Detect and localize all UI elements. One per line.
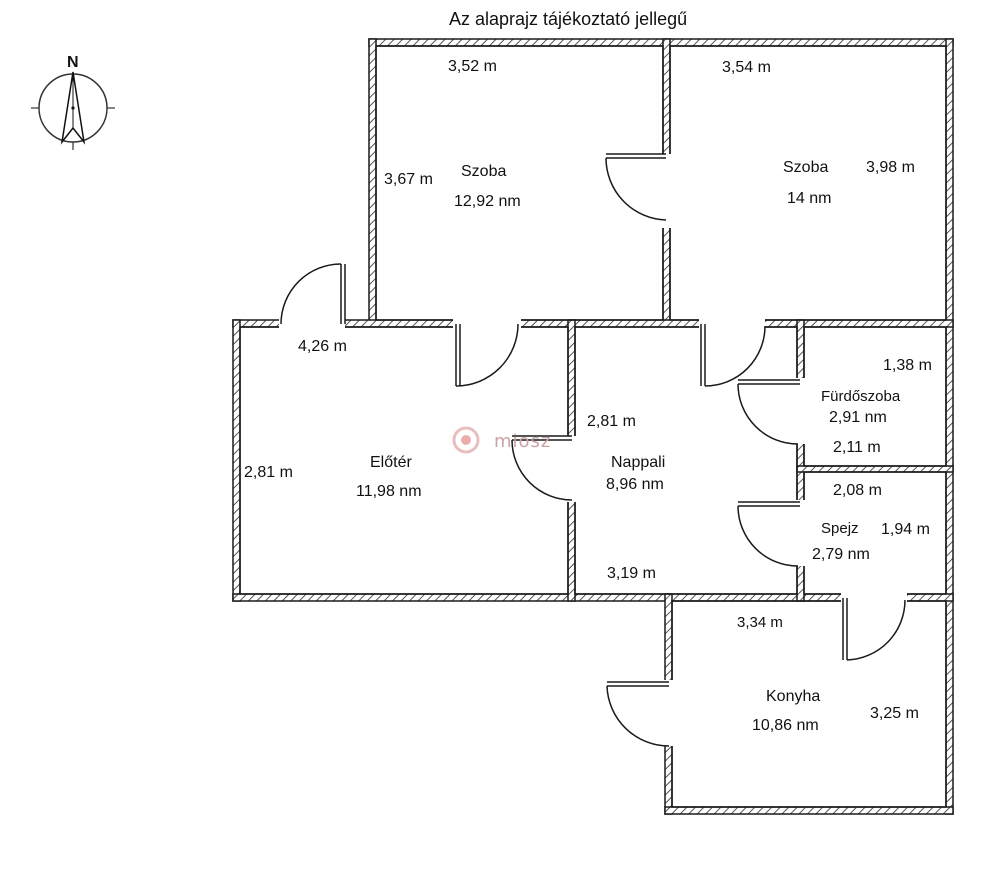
- nappali-spejz-door-icon: [737, 500, 805, 567]
- konyha-side-door-icon: [606, 680, 673, 747]
- eloter-szoba-door-icon: [453, 319, 521, 387]
- nappali-width: 3,19 m: [607, 565, 656, 582]
- watermark-text: miosz: [494, 431, 552, 452]
- eloter-height: 2,81 m: [244, 464, 293, 481]
- furdoszoba-height: 2,11 m: [833, 439, 881, 456]
- konyha-height: 3,25 m: [870, 705, 919, 722]
- szoba2-height: 3,98 m: [866, 159, 915, 176]
- disclaimer-note: Az alaprajz tájékoztató jellegű: [449, 9, 688, 29]
- konyha-width: 3,34 m: [737, 614, 783, 631]
- nappali-area: 8,96 nm: [606, 476, 664, 493]
- nappali-furdo-door-icon: [737, 378, 805, 445]
- spejz-width: 2,08 m: [833, 482, 882, 499]
- doors: [279, 153, 907, 747]
- nappali-height: 2,81 m: [587, 413, 636, 430]
- szoba1-height: 3,67 m: [384, 171, 433, 188]
- furdoszoba-name: Fürdőszoba: [821, 388, 901, 405]
- furdoszoba-width: 1,38 m: [883, 357, 932, 374]
- nappali-name: Nappali: [611, 454, 666, 471]
- nappali-szoba-door-icon: [699, 319, 766, 387]
- szoba2-area: 14 nm: [787, 190, 832, 207]
- szoba1-area: 12,92 nm: [454, 193, 521, 210]
- szoba1-name: Szoba: [461, 163, 507, 180]
- spejz-name: Spejz: [821, 520, 859, 537]
- furdoszoba-area: 2,91 nm: [829, 409, 887, 426]
- spejz-area: 2,79 nm: [812, 546, 870, 563]
- eloter-width: 4,26 m: [298, 338, 347, 355]
- konyha-name: Konyha: [766, 688, 821, 705]
- konyha-top-door-icon: [841, 593, 907, 661]
- spejz-height: 1,94 m: [881, 521, 930, 538]
- konyha-area: 10,86 nm: [752, 717, 819, 734]
- eloter-nappali-door-icon: [511, 435, 576, 502]
- compass-north-label: N: [67, 54, 79, 71]
- eloter-area: 11,98 nm: [356, 483, 422, 500]
- szoba1-door-icon: [605, 153, 671, 228]
- entrance-door-icon: [279, 263, 346, 328]
- szoba1-width: 3,52 m: [448, 58, 497, 75]
- watermark-logo-icon: [452, 426, 480, 454]
- eloter-name: Előtér: [370, 454, 412, 471]
- szoba2-name: Szoba: [783, 159, 829, 176]
- compass-rose-icon: [31, 71, 115, 150]
- szoba2-width: 3,54 m: [722, 59, 771, 76]
